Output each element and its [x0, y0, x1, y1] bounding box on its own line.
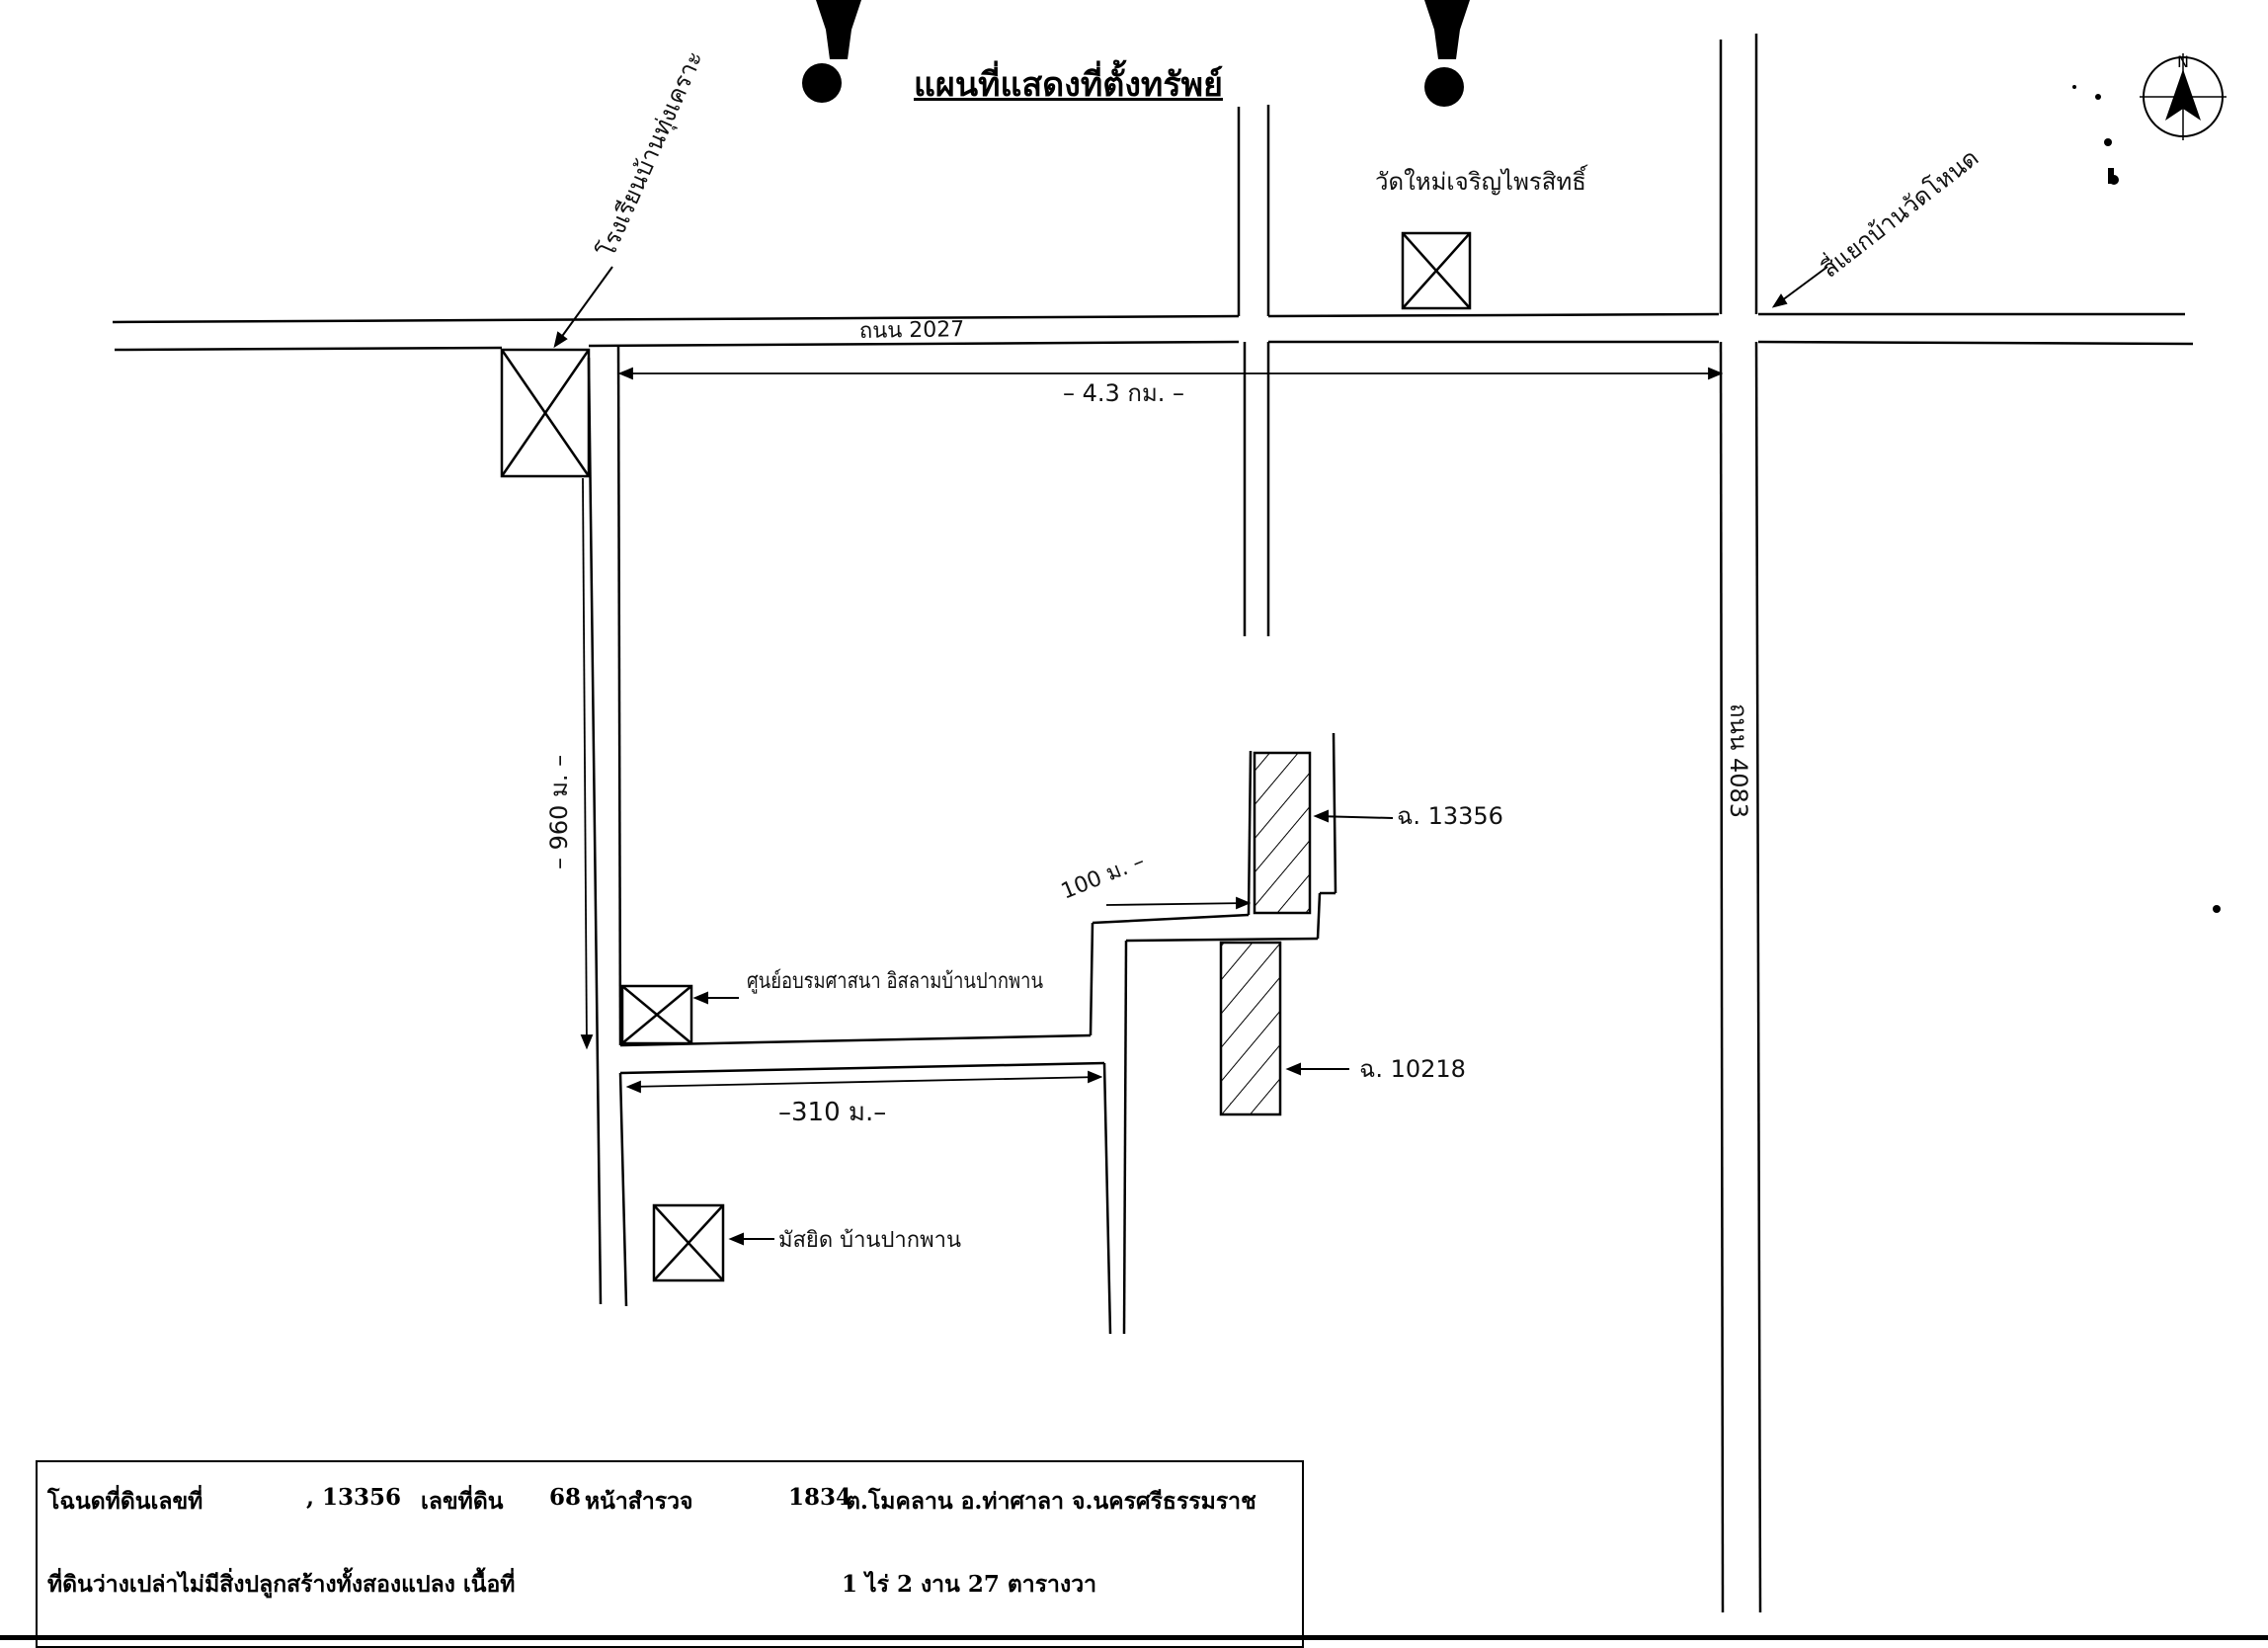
leader-arrows — [553, 266, 1828, 1246]
plot-13356-label: ฉ. 13356 — [1397, 802, 1503, 830]
land-label: เลขที่ดิน — [421, 1488, 504, 1515]
deed-info-row-1: โฉนดที่ดินเลขที่ , 13356 เลขที่ดิน 68 หน… — [47, 1484, 1292, 1524]
deed-info-box: โฉนดที่ดินเลขที่ , 13356 เลขที่ดิน 68 หน… — [36, 1460, 1304, 1648]
plot-10218 — [1219, 941, 1282, 1116]
scan-edge-bar — [0, 1635, 2268, 1640]
deed-numbers: , 13356 — [306, 1484, 402, 1511]
deed-label: โฉนดที่ดินเลขที่ — [47, 1488, 203, 1515]
intersection-label: สี่แยกบ้านวัดโหนด — [1815, 141, 1984, 284]
description-text: ที่ดินว่างเปล่าไม่มีสิ่งปลูกสร้างทั้งสอง… — [47, 1571, 516, 1598]
north-arrow-icon: N — [2140, 52, 2227, 140]
road-left-vertical — [587, 345, 628, 1307]
mosque-marker — [652, 1203, 725, 1282]
location-text: ต.โมคลาน อ.ท่าศาลา จ.นครศรีธรรมราช — [846, 1488, 1256, 1515]
binder-hole-right — [1424, 0, 1470, 107]
school-marker-top-left — [500, 348, 591, 478]
road-2027 — [112, 312, 2194, 352]
survey-number: 1834 — [788, 1484, 852, 1511]
binder-hole-left — [802, 0, 861, 103]
plot-10218-label: ฉ. 10218 — [1359, 1055, 1466, 1083]
mosque-label: มัสยิด บ้านปากพาน — [778, 1228, 961, 1253]
temple-top-label: วัดใหม่เจริญไพรสิทธิ์ — [1375, 164, 1588, 196]
paper-speckles — [2072, 85, 2221, 913]
road-lower-horizontal — [619, 732, 1337, 1335]
land-number: 68 — [549, 1484, 582, 1511]
survey-label: หน้าสำรวจ — [585, 1488, 693, 1515]
road-4083-label: ถนน 4083 — [1725, 703, 1752, 818]
distance-left-label: – 960 ม. – — [545, 755, 573, 869]
islamic-center-label: ศูนย์อบรมศาสนา อิสลามบ้านปากพาน — [747, 969, 1043, 994]
dimension-lines — [580, 367, 1724, 1094]
distance-bottom-label: –310 ม.– — [778, 1098, 886, 1127]
road-2027-label: ถนน 2027 — [859, 317, 965, 344]
north-label: N — [2177, 52, 2189, 71]
temple-marker-top — [1401, 231, 1472, 310]
islamic-center-marker — [620, 984, 693, 1045]
distance-top-label: – 4.3 กม. – — [1063, 379, 1184, 407]
road-north-branch — [1237, 105, 1270, 636]
area-text: 1 ไร่ 2 งาน 27 ตารางวา — [842, 1571, 1097, 1598]
deed-info-row-2: ที่ดินว่างเปล่าไม่มีสิ่งปลูกสร้างทั้งสอง… — [47, 1567, 1292, 1607]
plot-13356 — [1253, 751, 1312, 915]
road-4083 — [1719, 34, 1762, 1613]
distance-middle-label: 100 ม. – — [1058, 849, 1148, 904]
school-top-left-label: โรงเรียนบ้านทุ่งเคราะ — [593, 46, 709, 262]
map-title: แผนที่แสดงที่ตั้งทรัพย์ — [914, 65, 1223, 105]
